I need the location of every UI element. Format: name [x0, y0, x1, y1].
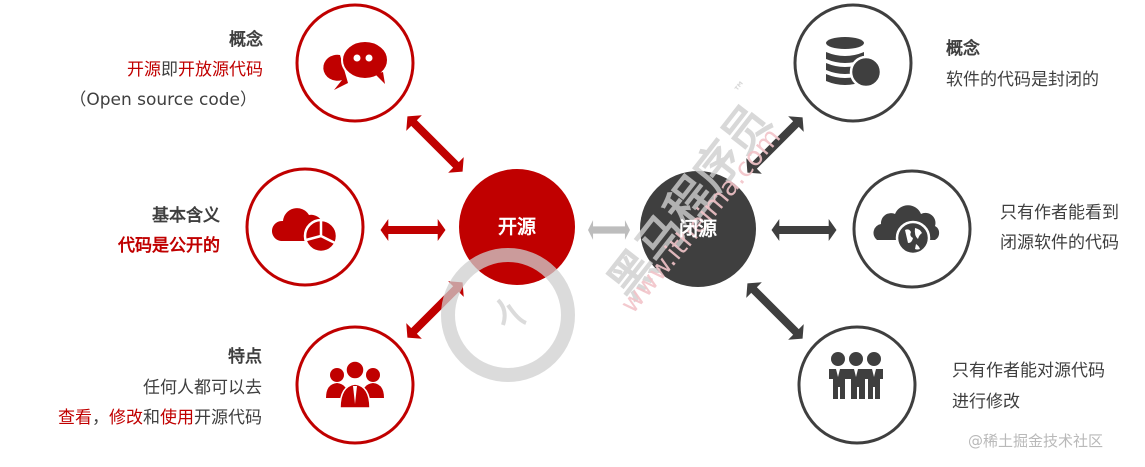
- open-concept-title: 概念: [229, 30, 263, 50]
- closed-view-node: [852, 169, 972, 289]
- hub-connector-arrow: [588, 220, 630, 240]
- arrow-open-concept: [399, 108, 471, 180]
- closed-modify-line1: 只有作者能对源代码: [952, 361, 1105, 381]
- cloud-globe-icon: [873, 205, 940, 256]
- database-coin-icon: [826, 37, 883, 89]
- open-meaning-title: 基本含义: [152, 206, 220, 226]
- text-part-use: 使用: [160, 408, 194, 428]
- text-part-ji: 即: [161, 60, 178, 80]
- arrow-closed-modify: [739, 275, 811, 347]
- open-features-line1: 任何人都可以去: [143, 378, 262, 398]
- text-part-comma: ，: [92, 408, 109, 428]
- closed-modify-line2: 进行修改: [952, 392, 1020, 412]
- text-part-open-source-code: 开源代码: [194, 408, 262, 428]
- closed-concept-node: [793, 3, 913, 123]
- arrow-open-meaning: [380, 219, 446, 241]
- text-part-open-source-code: 开放源代码: [178, 60, 263, 80]
- open-features-line2: 查看，修改和使用开源代码: [58, 407, 262, 429]
- text-part-modify: 修改: [109, 408, 143, 428]
- closed-modify-node: [797, 325, 917, 445]
- business-team-icon: [829, 352, 883, 399]
- closed-hub-circle: [640, 171, 756, 287]
- closed-view-line2: 闭源软件的代码: [1000, 233, 1119, 253]
- team-people-icon: [326, 360, 384, 409]
- closed-concept-title: 概念: [946, 39, 980, 59]
- closed-concept-line1: 软件的代码是封闭的: [946, 70, 1099, 90]
- open-meaning-node: [245, 167, 365, 287]
- closed-hub-label: 闭源: [678, 218, 717, 240]
- open-concept-line2: （Open source code）: [69, 90, 257, 110]
- open-features-node: [295, 325, 415, 445]
- open-meaning-line1: 代码是公开的: [118, 236, 220, 256]
- open-concept-line1: 开源即开放源代码: [127, 59, 263, 81]
- text-part-and: 和: [143, 408, 160, 428]
- arrow-closed-view: [771, 219, 837, 241]
- arrow-open-features: [399, 274, 471, 346]
- cloud-pie-chart-icon: [271, 208, 339, 254]
- open-concept-node: [295, 3, 415, 123]
- source-credit: @稀土掘金技术社区: [968, 432, 1104, 450]
- arrow-closed-concept: [739, 109, 811, 181]
- open-arrows: [380, 108, 471, 346]
- open-features-title: 特点: [228, 347, 262, 367]
- chat-bubbles-icon: [323, 40, 389, 90]
- open-hub-label: 开源: [497, 216, 536, 238]
- closed-view-line1: 只有作者能看到: [1000, 203, 1119, 223]
- text-part-open: 开源: [127, 60, 161, 80]
- text-part-view: 查看: [58, 408, 92, 428]
